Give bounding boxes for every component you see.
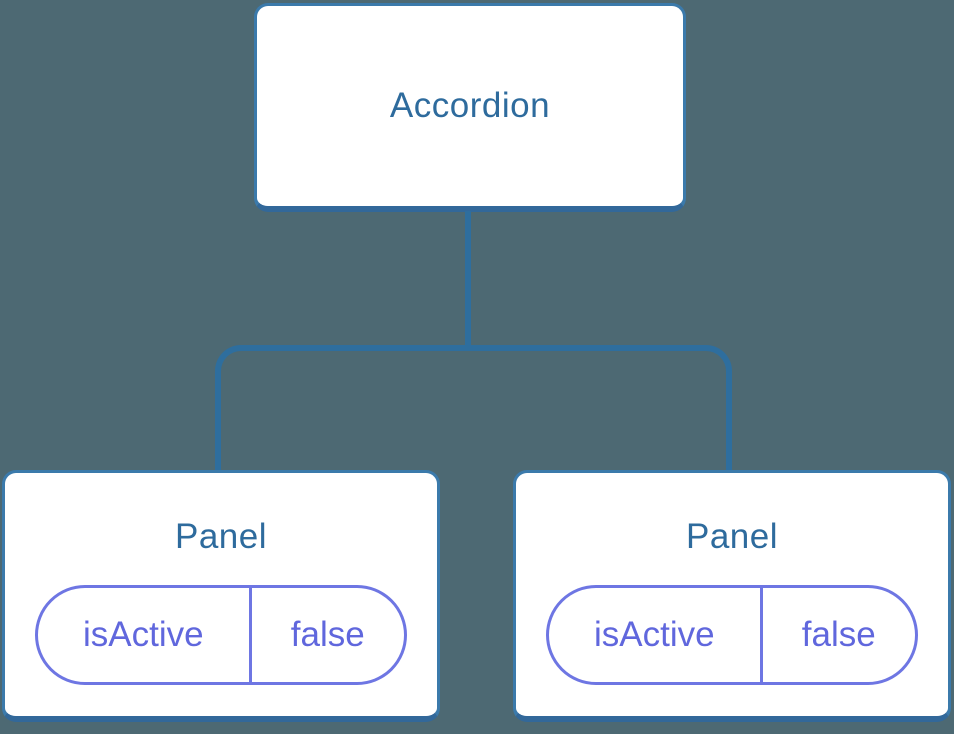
- panel-right-state-pill: isActive false: [546, 585, 918, 685]
- panel-right-state-key: isActive: [593, 615, 715, 654]
- panel-left-state-key: isActive: [82, 615, 204, 654]
- panel-left-state-pill: isActive false: [35, 585, 407, 685]
- panel-right-state-value: false: [759, 588, 915, 682]
- accordion-node-label: Accordion: [389, 86, 551, 125]
- panel-left-state-value: false: [248, 588, 404, 682]
- connector-bracket: [215, 345, 732, 470]
- panel-node-right: Panel isActive false: [513, 470, 951, 722]
- panel-left-label: Panel: [174, 517, 268, 556]
- panel-node-left: Panel isActive false: [2, 470, 440, 722]
- accordion-node: Accordion: [254, 3, 686, 212]
- panel-right-label: Panel: [685, 517, 779, 556]
- connector-stem: [465, 211, 471, 348]
